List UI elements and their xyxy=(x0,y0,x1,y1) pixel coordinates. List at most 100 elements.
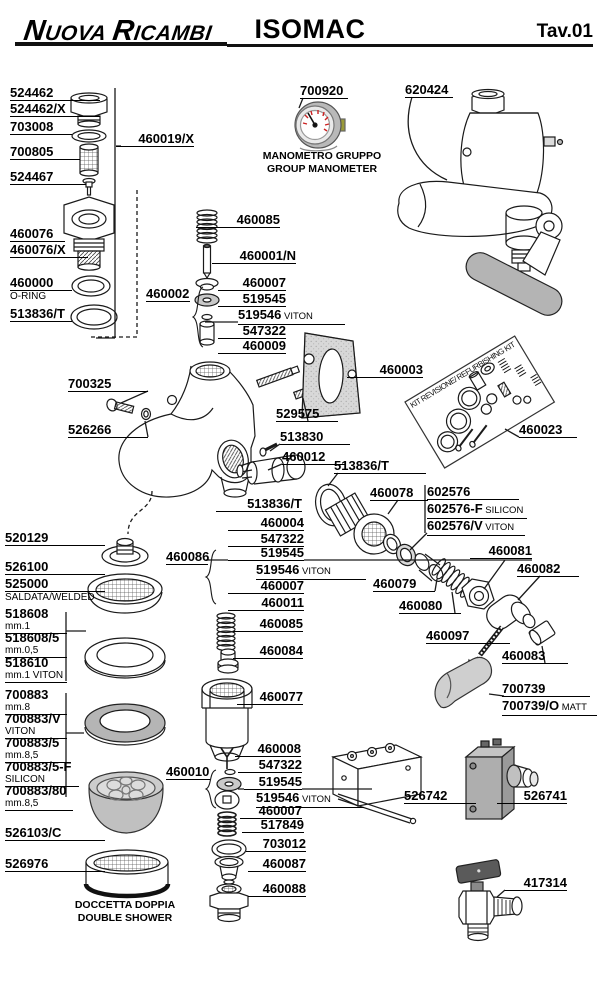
part-number: 526741 xyxy=(523,788,567,803)
part-label-460097: 460097 xyxy=(426,629,510,644)
part-label-460008: 460008 xyxy=(235,742,301,757)
part-number: 700920 xyxy=(300,83,344,98)
part-number: 460023 xyxy=(519,422,563,437)
part-label-703008: 703008 xyxy=(10,120,72,135)
part-number: 513830 xyxy=(280,429,324,444)
part-label-460084: 460084 xyxy=(233,644,303,659)
part-label-700805: 700805 xyxy=(10,145,80,160)
part-label-460079: 460079 xyxy=(373,577,435,592)
part-number: 602576/V xyxy=(427,518,483,533)
manometer-caption-line2: GROUP MANOMETER xyxy=(266,162,378,175)
part-number: 700883/V xyxy=(5,711,61,726)
part-subnote: mm.8,5 xyxy=(5,750,39,761)
part-note: VITON xyxy=(281,311,313,322)
part-number: 518608 xyxy=(5,606,49,621)
part-subnote: SALDATA/WELDED xyxy=(5,592,95,603)
part-number: 417314 xyxy=(523,875,567,890)
part-number: 518608/5 xyxy=(5,630,60,645)
part-number: 513836/T xyxy=(334,458,389,473)
part-number: 700883/5 xyxy=(5,735,60,750)
part-label-460007: 460007 xyxy=(228,579,304,594)
part-number: 460080 xyxy=(399,598,443,613)
part-number: 460081 xyxy=(488,543,532,558)
part-label-460007: 460007 xyxy=(240,804,302,819)
double-shower-caption-line2: DOUBLE SHOWER xyxy=(77,911,173,924)
part-number: 700883/80 xyxy=(5,783,67,798)
part-number: 700883 xyxy=(5,687,49,702)
part-label-519546: 519546 VITON xyxy=(238,308,345,325)
part-note: VITON xyxy=(299,794,331,805)
part-number: 460097 xyxy=(426,628,470,643)
part-number: 460009 xyxy=(242,338,286,353)
part-number: 460008 xyxy=(257,741,301,756)
part-label-460007: 460007 xyxy=(218,276,286,291)
part-label-460011: 460011 xyxy=(228,596,304,611)
part-number: 460010 xyxy=(166,764,210,779)
part-label-460085: 460085 xyxy=(233,617,303,632)
part-label-517849: 517849 xyxy=(242,818,304,833)
part-subnote: O-RING xyxy=(10,291,47,302)
part-number: 524467 xyxy=(10,169,54,184)
drawing-lower-valve-stack xyxy=(201,612,253,923)
part-label-460082: 460082 xyxy=(517,562,579,577)
drawing-lever-group xyxy=(397,88,564,316)
drawing-push-switch xyxy=(464,738,539,821)
part-number: 513836/T xyxy=(10,306,65,321)
part-number: 460007 xyxy=(260,578,304,593)
part-note: VITON xyxy=(482,522,515,533)
part-number: 526100 xyxy=(5,559,49,574)
part-number: 526103/C xyxy=(5,825,62,840)
part-subnote: VITON xyxy=(5,726,36,737)
part-label-547322: 547322 xyxy=(238,758,302,773)
part-note: MATT xyxy=(559,702,587,713)
part-label-602576-f: 602576-F SILICON xyxy=(427,502,527,519)
part-label-460012: 460012 xyxy=(282,450,346,465)
part-label-526103-c: 526103/C xyxy=(5,826,105,841)
part-label-519545: 519545 xyxy=(244,775,302,790)
part-label-526266: 526266 xyxy=(68,423,148,438)
part-number: 620424 xyxy=(405,82,449,97)
part-number: 700325 xyxy=(68,376,112,391)
part-label-519546: 519546 VITON xyxy=(256,563,366,580)
part-label-513836-t: 513836/T xyxy=(216,497,302,512)
part-number: 519546 xyxy=(256,562,300,577)
part-label-700739-o: 700739/O MATT xyxy=(502,699,597,716)
plate-number: Tav.01 xyxy=(536,21,593,42)
part-subnote: mm.8 xyxy=(5,702,30,713)
part-label-520129: 520129 xyxy=(5,531,105,546)
part-label-460086: 460086 xyxy=(166,550,209,565)
part-label-703012: 703012 xyxy=(246,837,306,852)
part-number: 547322 xyxy=(260,531,304,546)
part-number: 460012 xyxy=(282,449,326,464)
part-number: 703008 xyxy=(10,119,54,134)
part-number: 517849 xyxy=(260,817,304,832)
part-label-460001-n: 460001/N xyxy=(212,249,296,264)
part-number: 519546 xyxy=(238,307,282,322)
part-number: 700739 xyxy=(502,681,546,696)
part-number: 547322 xyxy=(242,323,286,338)
part-number: 519545 xyxy=(242,291,286,306)
part-label-519545: 519545 xyxy=(228,546,304,561)
part-number: 513836/T xyxy=(247,496,302,511)
drawing-microswitch xyxy=(331,742,423,825)
part-number: 700883/5-F xyxy=(5,759,72,774)
page-title: ISOMAC xyxy=(254,14,366,44)
part-label-524462: 524462 xyxy=(10,86,100,101)
part-number: 602576-F xyxy=(427,501,483,516)
part-label-513830: 513830 xyxy=(280,430,350,445)
part-number: 460087 xyxy=(262,856,306,871)
part-number: 526266 xyxy=(68,422,112,437)
drawing-group-manometer xyxy=(294,101,346,152)
part-number: 460011 xyxy=(261,595,304,610)
part-label-602576: 602576 xyxy=(427,485,519,500)
double-shower-caption-line1: DOCCETTA DOPPIA xyxy=(74,899,176,911)
part-number: 460001/N xyxy=(239,248,296,263)
part-label-526741: 526741 xyxy=(497,789,567,804)
